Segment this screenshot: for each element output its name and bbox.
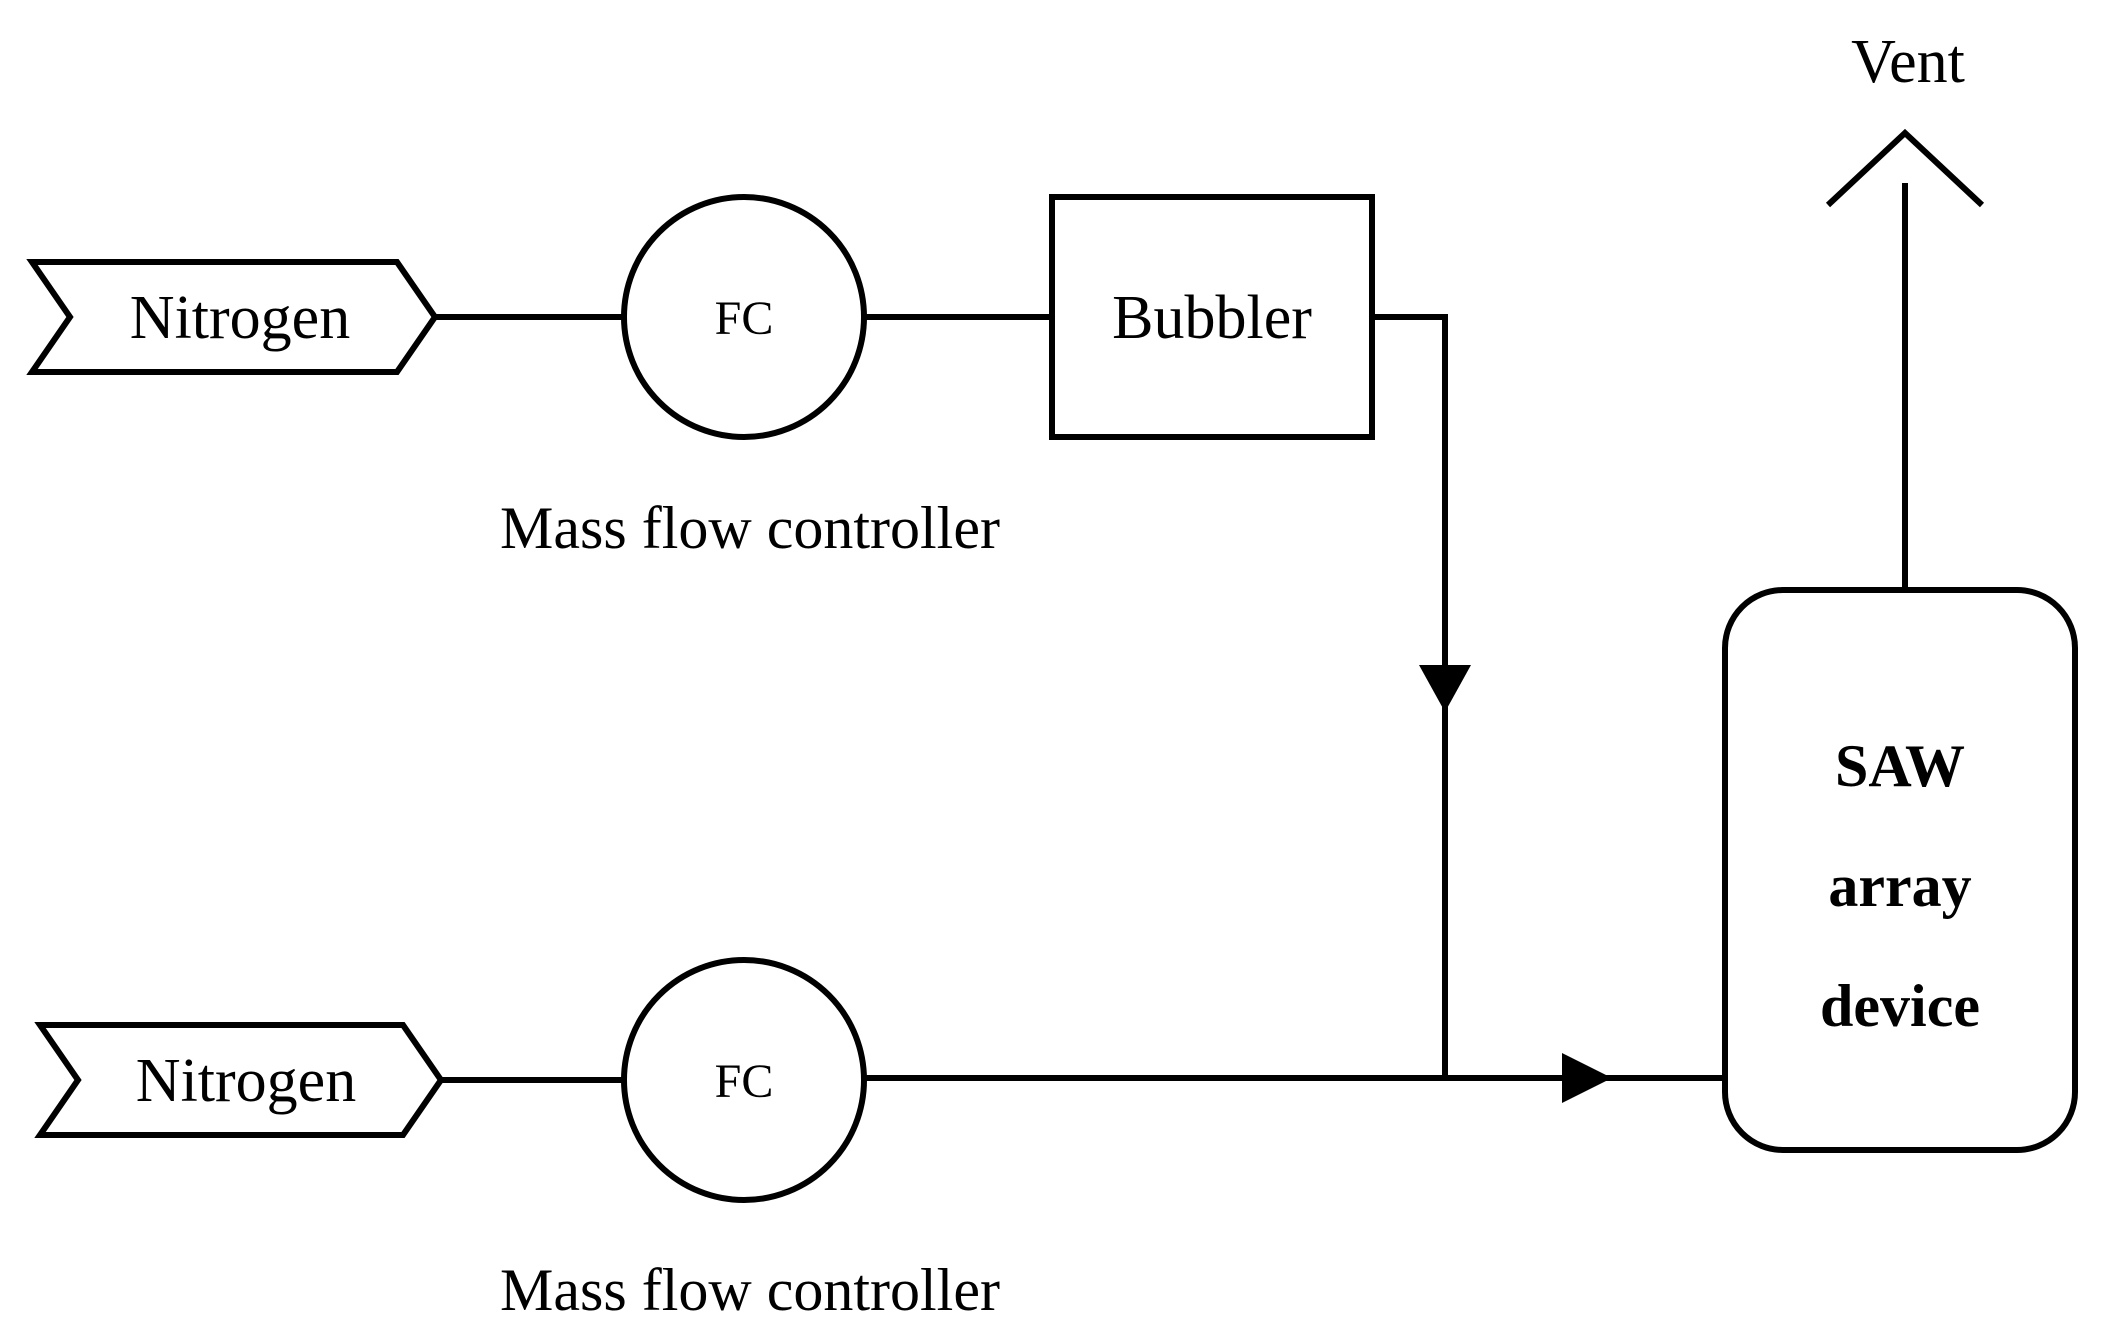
lower-flow-controller: FC <box>621 957 867 1203</box>
upper-fc-caption: Mass flow controller <box>500 495 1000 561</box>
bubbler-label: Bubbler <box>1112 284 1312 352</box>
upper-flow-controller: FC <box>621 194 867 440</box>
upper-nitrogen-label: Nitrogen <box>130 284 350 352</box>
saw-device-label-line3: device <box>1820 973 1980 1039</box>
lower-nitrogen-source: Nitrogen <box>34 1022 445 1138</box>
lower-nitrogen-label: Nitrogen <box>136 1047 356 1115</box>
right-flow-arrow <box>1562 1053 1612 1103</box>
lower-fc-symbol: FC <box>715 1055 774 1108</box>
saw-device-box <box>1722 587 2078 1153</box>
upper-nitrogen-source: Nitrogen <box>26 259 439 375</box>
bubbler: Bubbler <box>1049 194 1375 440</box>
saw-array-device: SAW array device <box>1722 587 2078 1153</box>
pipe-bubbler-to-junction <box>1372 314 1448 1078</box>
vent-label: Vent <box>1851 28 1965 96</box>
lower-fc-caption: Mass flow controller <box>500 1257 1000 1323</box>
saw-device-label-line1: SAW <box>1835 733 1965 799</box>
upper-fc-symbol: FC <box>715 292 774 345</box>
vent-cap <box>1825 128 1985 208</box>
saw-device-label-line2: array <box>1828 853 1971 919</box>
lower-nitrogen-source-shape <box>34 1022 445 1138</box>
down-flow-arrow <box>1419 665 1471 712</box>
upper-nitrogen-source-shape <box>26 259 439 375</box>
